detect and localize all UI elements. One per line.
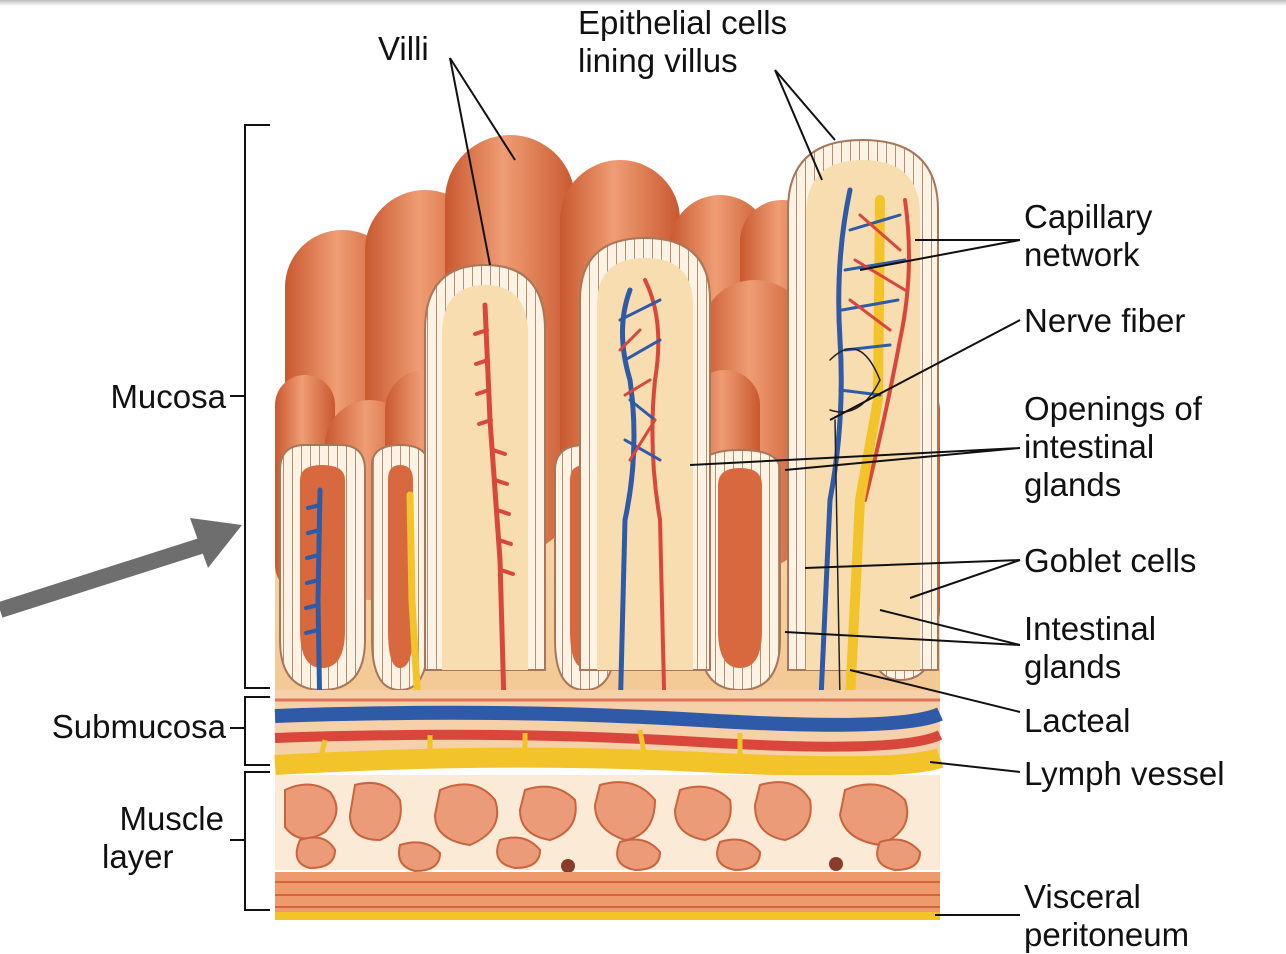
label-openings-line3: glands bbox=[1024, 466, 1121, 504]
label-muscle-line2: layer bbox=[102, 838, 174, 876]
label-capillary-line1: Capillary bbox=[1024, 198, 1152, 236]
label-goblet-cells: Goblet cells bbox=[1024, 542, 1196, 580]
lymph-leader bbox=[930, 762, 1020, 772]
label-mucosa: Mucosa bbox=[20, 378, 226, 416]
pointer-arrow bbox=[0, 518, 242, 610]
label-capillary-line2: network bbox=[1024, 236, 1140, 274]
muscle-bracket bbox=[245, 772, 270, 910]
label-epithelial-line1: Epithelial cells bbox=[578, 4, 787, 42]
label-glands-line2: glands bbox=[1024, 648, 1121, 686]
label-visceral-line1: Visceral bbox=[1024, 878, 1141, 916]
label-submucosa: Submucosa bbox=[2, 708, 226, 746]
label-epithelial-line2: lining villus bbox=[578, 42, 738, 80]
lymph-vessel bbox=[275, 758, 940, 767]
label-lacteal: Lacteal bbox=[1024, 702, 1130, 740]
label-nerve-fiber: Nerve fiber bbox=[1024, 302, 1185, 340]
peritoneum-layer bbox=[275, 872, 940, 920]
mucosa-bracket bbox=[245, 125, 270, 688]
muscle-layer bbox=[275, 775, 940, 873]
layer-brackets bbox=[230, 125, 270, 910]
submucosa-layer bbox=[275, 690, 940, 766]
label-muscle-line1: Muscle bbox=[60, 800, 224, 838]
label-openings-line2: intestinal bbox=[1024, 428, 1154, 466]
submucosa-bracket bbox=[245, 697, 270, 765]
label-lymph-vessel: Lymph vessel bbox=[1024, 755, 1225, 793]
label-visceral-line2: peritoneum bbox=[1024, 916, 1189, 954]
label-villi: Villi bbox=[378, 30, 429, 68]
label-glands-line1: Intestinal bbox=[1024, 610, 1156, 648]
label-openings-line1: Openings of bbox=[1024, 390, 1202, 428]
